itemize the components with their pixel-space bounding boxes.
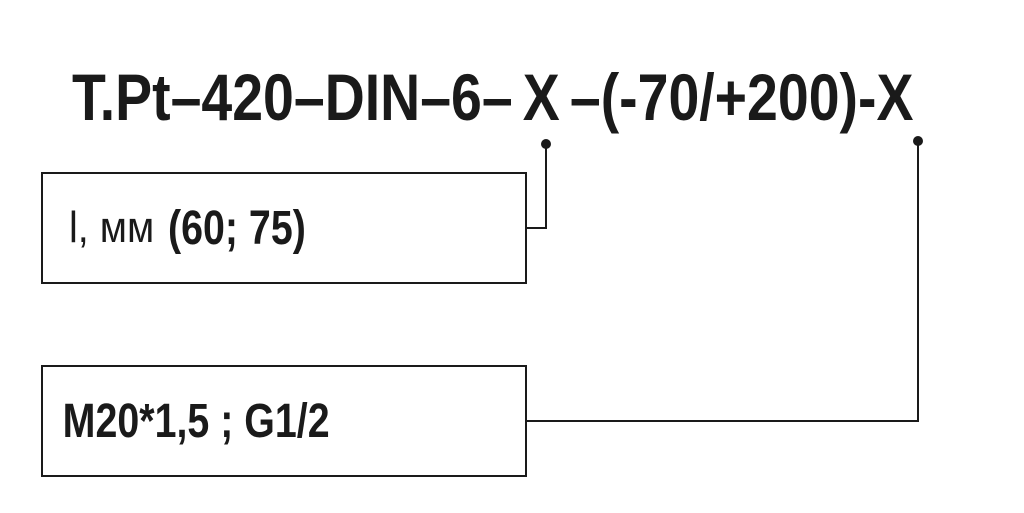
code-variable-thread: X [876, 60, 914, 134]
length-label: l, мм [69, 203, 155, 252]
connector-line-thread [527, 141, 919, 422]
connector-line-length [527, 144, 547, 229]
model-code: T.Pt–420–DIN–6– X –(-70/+200)- X [72, 52, 913, 142]
thread-options-box: M20*1,5 ; G1/2 [41, 365, 527, 477]
thread-values: M20*1,5 ; G1/2 [62, 394, 330, 448]
code-temperature-range: –(-70/+200)- [569, 60, 877, 134]
length-values: (60; 75) [167, 201, 306, 255]
code-prefix: T.Pt–420–DIN–6– [72, 60, 513, 134]
length-options-box: l, мм (60; 75) [41, 172, 527, 284]
connector-dot-thread [913, 136, 923, 146]
code-variable-length: X [522, 60, 560, 134]
